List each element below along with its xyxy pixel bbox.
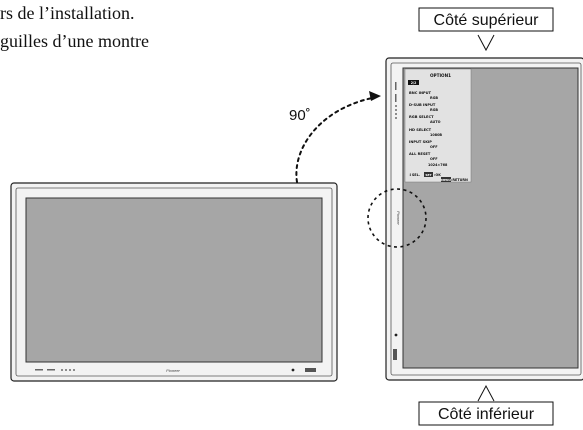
osd-item-label: ALL RESET bbox=[409, 152, 431, 156]
portrait-inner-frame bbox=[390, 62, 582, 376]
osd-set-key-label: SET bbox=[425, 173, 432, 177]
osd-item-value: AUTO bbox=[430, 120, 441, 124]
osd-page-tag: 2/2 bbox=[411, 81, 417, 85]
instruction-line-1: rs de l’installation. bbox=[0, 3, 134, 23]
instruction-line-2: guilles d’une montre bbox=[0, 31, 149, 51]
portrait-control-buttons bbox=[395, 82, 397, 119]
arrowhead-icon bbox=[369, 91, 381, 101]
landscape-inner-frame bbox=[15, 187, 333, 377]
osd-set-key bbox=[424, 172, 433, 177]
osd-item-label: HD SELECT bbox=[409, 128, 432, 132]
logo-highlight-circle bbox=[367, 188, 427, 248]
rotation-label: 90˚ bbox=[289, 107, 311, 124]
landscape-screen bbox=[25, 197, 323, 363]
osd-item-value: RGB bbox=[430, 108, 438, 112]
landscape-brand-logo: Pioneer bbox=[166, 368, 180, 373]
osd-item-value: RGB bbox=[430, 96, 438, 100]
osd-item-value: OFF bbox=[430, 157, 438, 161]
osd-resolution: 1024×768 bbox=[428, 163, 448, 167]
osd-item-label: BNC INPUT bbox=[409, 91, 432, 95]
bottom-side-label: Côté inférieur bbox=[438, 406, 535, 423]
rotation-path bbox=[295, 97, 373, 183]
landscape-display: Pioneer bbox=[10, 182, 338, 382]
landscape-control-buttons bbox=[35, 369, 75, 371]
top-side-callout: Côté supérieur bbox=[418, 7, 554, 52]
portrait-brand-logo: Pioneer bbox=[396, 211, 401, 225]
osd-menu-key bbox=[441, 177, 451, 182]
top-side-label-box bbox=[418, 7, 554, 32]
osd-footer-select: ↕SEL. bbox=[409, 173, 420, 177]
osd-item-value: OFF bbox=[430, 145, 438, 149]
osd-panel bbox=[404, 68, 472, 183]
osd-item-value: 1080B bbox=[430, 133, 442, 137]
osd-footer-ok: :OK bbox=[434, 173, 441, 177]
portrait-display: Pioneer OPTION1 2/2 BNC INPUT RGB D-SUB … bbox=[385, 57, 583, 381]
landscape-power-indicator bbox=[291, 368, 295, 372]
osd-item-label: INPUT SKIP bbox=[409, 140, 432, 144]
bottom-side-pointer bbox=[477, 384, 495, 402]
portrait-sensor-window bbox=[393, 349, 397, 360]
bottom-side-callout: Côté inférieur bbox=[418, 384, 554, 426]
osd-title: OPTION1 bbox=[430, 73, 451, 78]
top-side-label: Côté supérieur bbox=[434, 12, 540, 29]
landscape-sensor-window bbox=[305, 368, 316, 372]
osd-menu: OPTION1 2/2 BNC INPUT RGB D-SUB INPUT RG… bbox=[404, 68, 472, 183]
osd-footer-return: :RETURN bbox=[451, 178, 468, 182]
osd-item-label: D-SUB INPUT bbox=[409, 103, 436, 107]
bottom-side-label-box bbox=[418, 401, 554, 426]
osd-menu-key-label: MENU bbox=[441, 178, 452, 182]
osd-item-label: RGB SELECT bbox=[409, 115, 434, 119]
osd-page-tag-box bbox=[408, 80, 419, 85]
portrait-power-indicator bbox=[394, 333, 398, 337]
rotation-arrow bbox=[295, 91, 381, 183]
top-side-pointer bbox=[477, 34, 495, 52]
